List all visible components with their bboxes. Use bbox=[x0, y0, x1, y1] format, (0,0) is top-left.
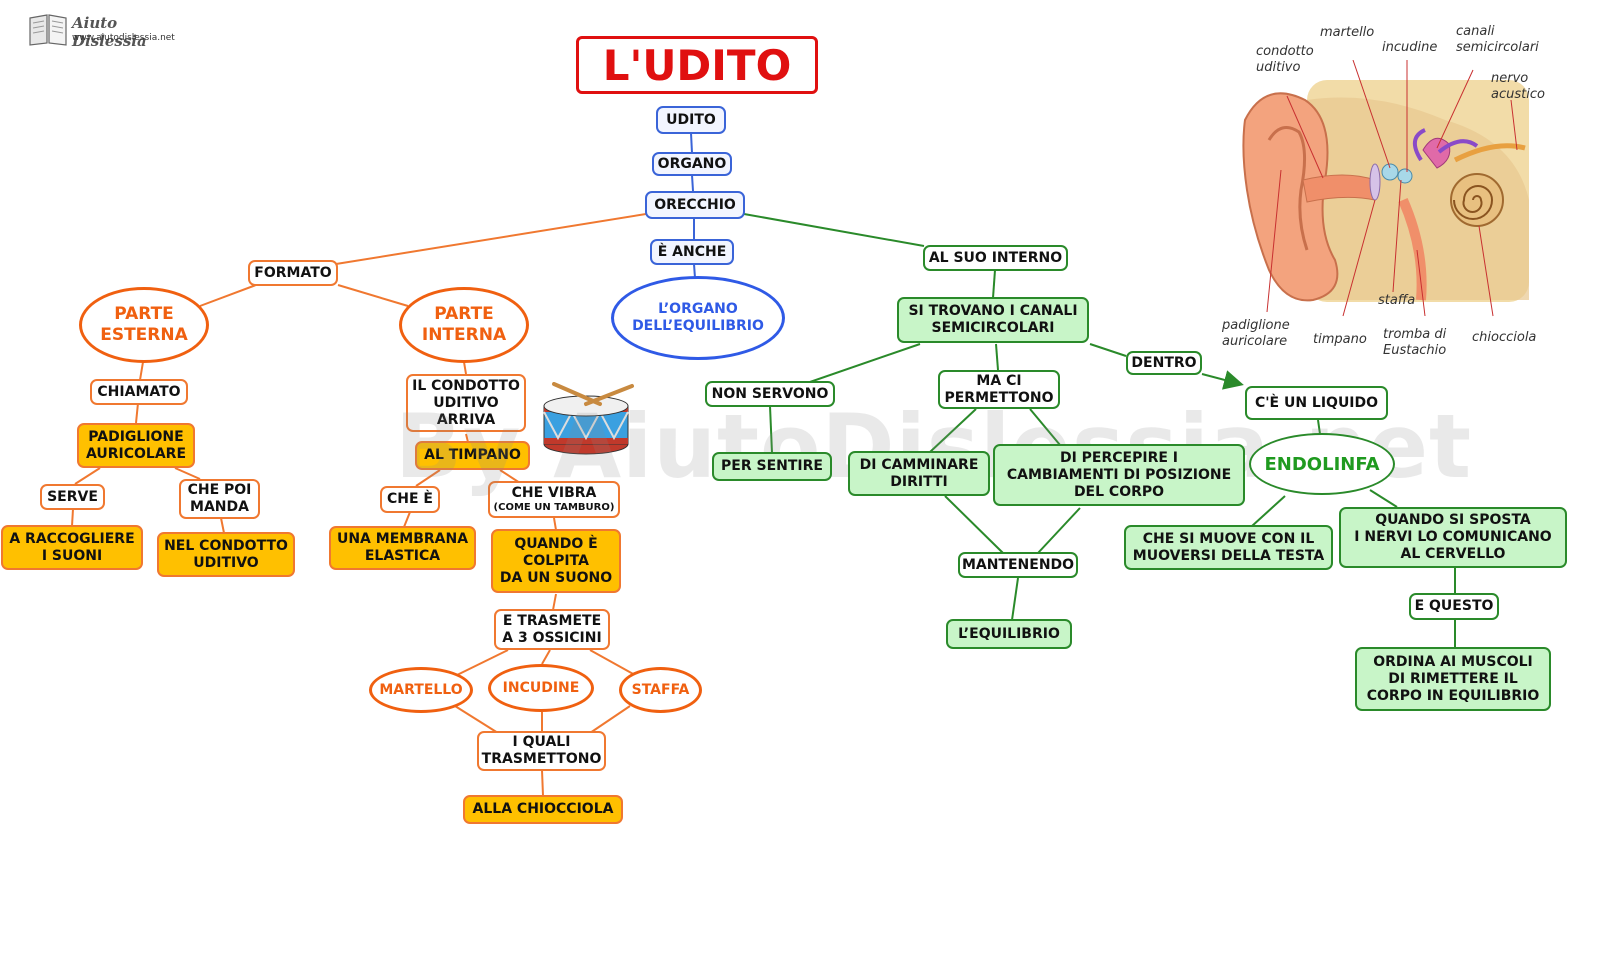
node-mantenendo: MANTENENDO bbox=[958, 552, 1078, 578]
node-orecchio: ORECCHIO bbox=[645, 191, 745, 219]
node-equilibrio: L’EQUILIBRIO bbox=[946, 619, 1072, 649]
node-padiglione: PADIGLIONE AURICOLARE bbox=[77, 423, 195, 468]
node-che-vibra: CHE VIBRA (COME UN TAMBURO) bbox=[488, 481, 620, 518]
node-raccogliere: A RACCOGLIERE I SUONI bbox=[1, 525, 143, 570]
node-ordina: ORDINA AI MUSCOLI DI RIMETTERE IL CORPO … bbox=[1355, 647, 1551, 711]
ear-label-nervo: nervo acustico bbox=[1491, 71, 1545, 102]
node-parte-interna: PARTE INTERNA bbox=[399, 287, 529, 363]
node-canali: SI TROVANO I CANALI SEMICIRCOLARI bbox=[897, 297, 1089, 343]
node-non-servono: NON SERVONO bbox=[705, 381, 835, 407]
book-icon bbox=[29, 14, 67, 46]
ear-label-timpano: timpano bbox=[1313, 332, 1367, 347]
che-vibra-sublabel: (COME UN TAMBURO) bbox=[493, 502, 615, 513]
node-endolinfa: ENDOLINFA bbox=[1249, 433, 1395, 495]
node-dentro: DENTRO bbox=[1126, 351, 1202, 375]
node-organo: ORGANO bbox=[652, 152, 732, 176]
ear-label-condotto: condotto uditivo bbox=[1256, 44, 1314, 75]
drum-icon bbox=[543, 382, 634, 455]
node-staffa: STAFFA bbox=[619, 667, 702, 713]
node-i-quali: I QUALI TRASMETTONO bbox=[477, 731, 606, 771]
ear-label-staffa: staffa bbox=[1378, 293, 1416, 308]
ear-label-chiocciola: chiocciola bbox=[1472, 330, 1537, 345]
ear-anatomy-illustration bbox=[1242, 60, 1529, 317]
node-che-e: CHE È bbox=[380, 486, 440, 513]
node-percepire: DI PERCEPIRE I CAMBIAMENTI DI POSIZIONE … bbox=[993, 444, 1245, 506]
node-martello: MARTELLO bbox=[369, 667, 473, 713]
node-si-muove: CHE SI MUOVE CON IL MUOVERSI DELLA TESTA bbox=[1124, 525, 1333, 570]
node-al-suo-interno: AL SUO INTERNO bbox=[923, 245, 1068, 271]
node-e-questo: E QUESTO bbox=[1409, 593, 1499, 620]
node-al-timpano: AL TIMPANO bbox=[415, 441, 530, 470]
node-serve: SERVE bbox=[40, 484, 105, 510]
node-condotto-uditivo: NEL CONDOTTO UDITIVO bbox=[157, 532, 295, 577]
node-chiocciola: ALLA CHIOCCIOLA bbox=[463, 795, 623, 824]
node-condotto-arriva: IL CONDOTTO UDITIVO ARRIVA bbox=[406, 374, 526, 432]
node-parte-esterna: PARTE ESTERNA bbox=[79, 287, 209, 363]
node-ma-ci: MA CI PERMETTONO bbox=[938, 370, 1060, 409]
node-che-poi-manda: CHE POI MANDA bbox=[179, 479, 260, 519]
node-per-sentire: PER SENTIRE bbox=[712, 452, 832, 481]
node-e-anche: È ANCHE bbox=[650, 239, 734, 265]
page-title: L'UDITO bbox=[576, 36, 818, 94]
ear-label-tromba: tromba di Eustachio bbox=[1383, 327, 1447, 358]
node-organo-equilibrio: L’ORGANO DELL’EQUILIBRIO bbox=[611, 276, 785, 360]
node-colpita: QUANDO È COLPITA DA UN SUONO bbox=[491, 529, 621, 593]
node-trasmete: E TRASMETE A 3 OSSICINI bbox=[494, 609, 610, 650]
ear-label-martello: martello bbox=[1320, 25, 1375, 40]
node-udito: UDITO bbox=[656, 106, 726, 134]
node-chiamato: CHIAMATO bbox=[90, 379, 188, 405]
aiutodislessia-logo: Aiuto Dislessia www.aiutodislessia.net bbox=[28, 12, 188, 50]
node-liquido: C'È UN LIQUIDO bbox=[1245, 386, 1388, 420]
ear-label-incudine: incudine bbox=[1382, 40, 1438, 55]
ear-label-canali: canali semicircolari bbox=[1456, 24, 1539, 55]
node-quando-sposta: QUANDO SI SPOSTA I NERVI LO COMUNICANO A… bbox=[1339, 507, 1567, 568]
che-vibra-label: CHE VIBRA bbox=[511, 485, 597, 501]
ear-label-padiglione: padiglione auricolare bbox=[1222, 318, 1290, 349]
logo-url[interactable]: www.aiutodislessia.net bbox=[72, 33, 175, 43]
node-incudine: INCUDINE bbox=[488, 664, 594, 712]
node-formato: FORMATO bbox=[248, 260, 338, 286]
logo-name: Aiuto Dislessia bbox=[72, 14, 147, 50]
node-camminare: DI CAMMINARE DIRITTI bbox=[848, 451, 990, 496]
node-membrana: UNA MEMBRANA ELASTICA bbox=[329, 526, 476, 570]
